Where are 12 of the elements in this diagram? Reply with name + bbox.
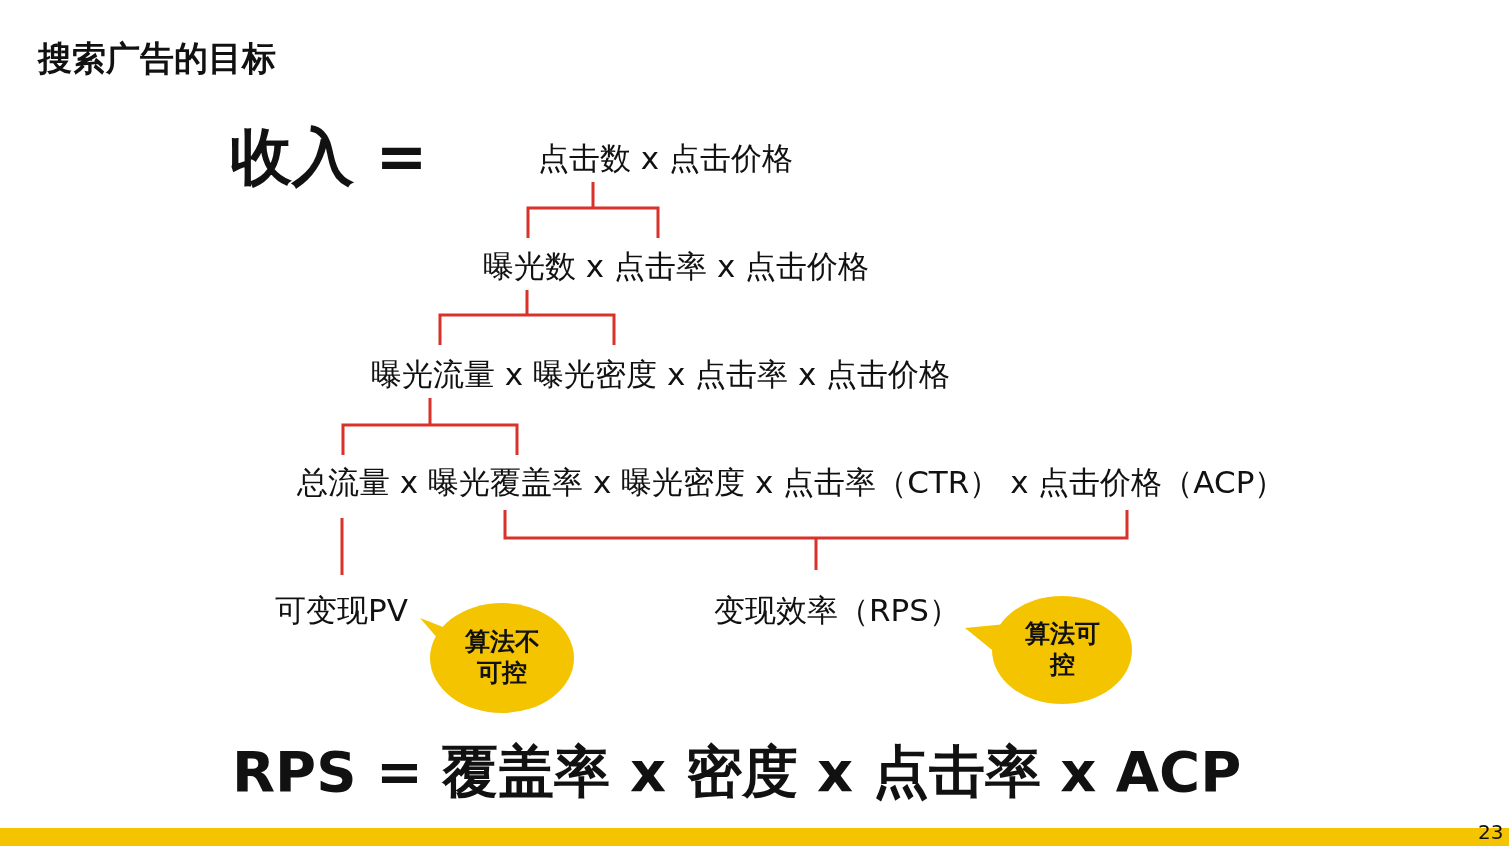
bubble-text: 算法不可控 xyxy=(463,626,541,689)
formula-text: 点击数 x 点击价格 xyxy=(538,140,794,178)
formula-text: 曝光数 x 点击率 x 点击价格 xyxy=(483,248,870,286)
term-text: 变现效率（RPS） xyxy=(714,592,960,630)
formula-text: 收入 = xyxy=(230,120,428,195)
page-number: 23 xyxy=(1478,820,1504,844)
bubble-text: 算法可控 xyxy=(1023,618,1101,681)
formula-text: 曝光流量 x 曝光密度 x 点击率 x 点击价格 xyxy=(371,356,951,394)
term-text: 可变现PV xyxy=(275,592,408,630)
slide-title: 搜索广告的目标 xyxy=(38,38,276,79)
formula-text: 总流量 x 曝光覆盖率 x 曝光密度 x 点击率（CTR） x 点击价格（ACP） xyxy=(297,464,1286,502)
formula-text: RPS = 覆盖率 x 密度 x 点击率 x ACP xyxy=(232,738,1242,806)
